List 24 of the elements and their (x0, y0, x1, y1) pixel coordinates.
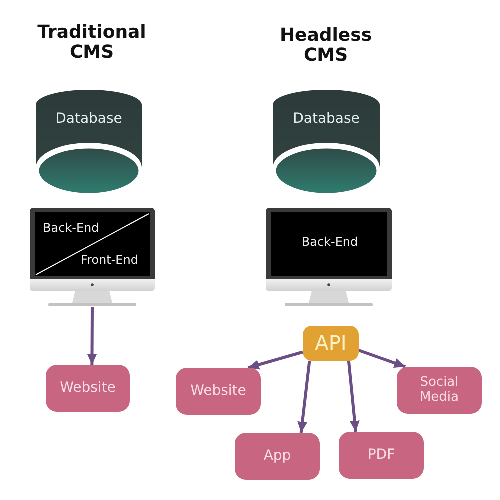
arrow (358, 349, 406, 368)
node-label: Website (60, 380, 116, 396)
node-label: PDF (368, 448, 396, 464)
api-box (303, 326, 359, 361)
node-label: Database (56, 110, 122, 128)
arrow (87, 306, 98, 366)
output-box (339, 432, 424, 479)
node-label: Back-End (43, 222, 100, 236)
output-box (46, 365, 130, 412)
node-label: Database (293, 110, 360, 128)
column-heading: Headless CMS (280, 26, 372, 66)
output-box (176, 368, 261, 415)
node-label: Back-End (302, 236, 358, 250)
node-label: Social Media (420, 376, 460, 406)
node-label: App (264, 448, 292, 464)
node-label: Front-End (81, 254, 138, 268)
node-label: Website (190, 384, 246, 400)
arrow (248, 350, 304, 370)
arrow (298, 360, 312, 434)
output-box (235, 433, 320, 480)
output-box (397, 367, 482, 414)
arrow (347, 360, 360, 432)
column-heading: Traditional CMS (38, 23, 146, 64)
node-label: API (315, 332, 347, 355)
